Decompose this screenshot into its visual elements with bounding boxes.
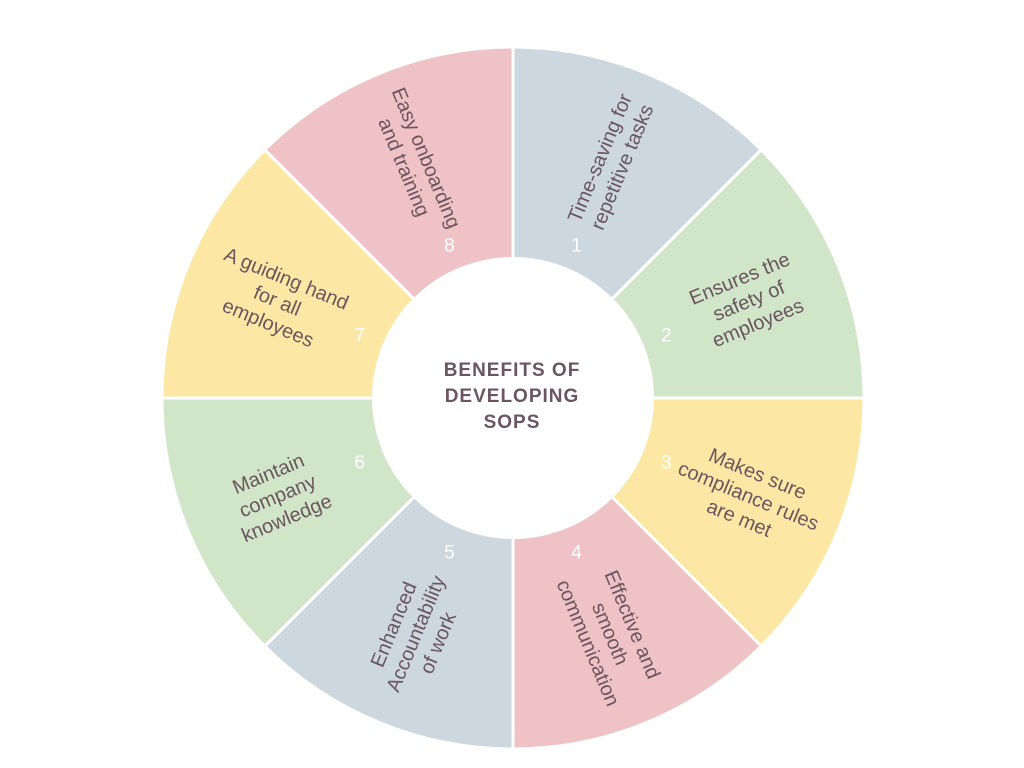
- number-badge-6: [341, 443, 378, 480]
- number-badge-label-2: 2: [661, 325, 672, 346]
- center-title-line-1: BENEFITS OF: [443, 360, 581, 381]
- number-badge-label-3: 3: [661, 453, 672, 474]
- center-title-line-2: DEVELOPING: [444, 386, 580, 407]
- number-badge-label-8: 8: [444, 236, 455, 257]
- badges-layer: 1 2 3 4 5 6 7 8: [341, 226, 685, 570]
- number-badge-label-5: 5: [444, 542, 455, 563]
- number-badge-label-1: 1: [571, 236, 582, 257]
- number-badge-3: [648, 443, 685, 480]
- center-title-line-3: SOPS: [483, 412, 541, 433]
- number-badge-5: [431, 533, 468, 570]
- number-badge-label-6: 6: [354, 453, 365, 474]
- center-title: BENEFITS OF DEVELOPING SOPS: [412, 358, 612, 436]
- number-badge-label-7: 7: [354, 325, 365, 346]
- number-badge-label-4: 4: [571, 542, 582, 563]
- number-badge-1: [558, 226, 595, 263]
- number-badge-4: [558, 533, 595, 570]
- number-badge-7: [341, 316, 378, 353]
- number-badge-2: [648, 316, 685, 353]
- center-hole: [372, 257, 654, 539]
- number-badge-8: [431, 226, 468, 263]
